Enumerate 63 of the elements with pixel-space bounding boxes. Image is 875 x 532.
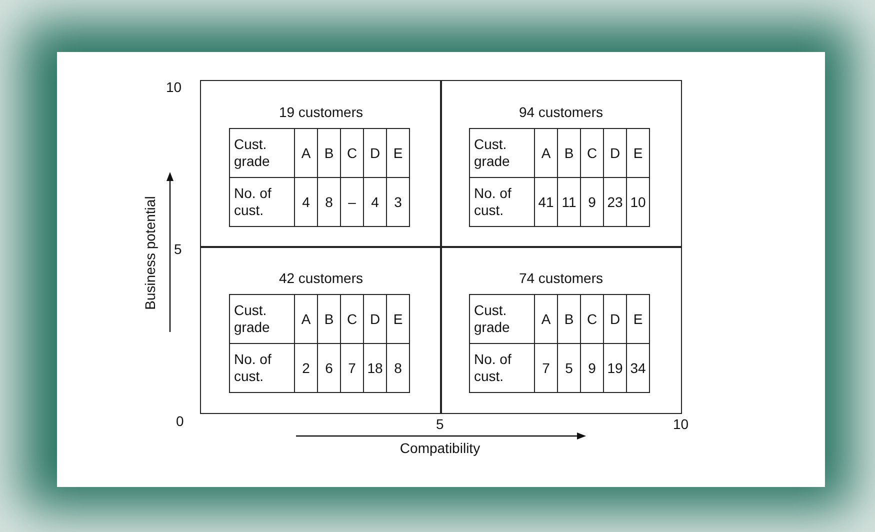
quadrant-box	[200, 246, 442, 414]
customer-count: 5	[558, 344, 580, 392]
customer-count: 18	[364, 344, 386, 392]
quadrant-heading: 74 customers	[518, 270, 604, 286]
row-header: No. of cust.	[230, 344, 294, 392]
customer-count: 11	[558, 178, 580, 226]
customer-count: 7	[534, 344, 558, 392]
quadrant-box	[200, 80, 442, 248]
axis-tick-label: 5	[436, 416, 444, 432]
row-header: Cust. grade	[470, 294, 534, 344]
customer-count: 4	[294, 178, 318, 226]
axis-title: Compatibility	[400, 440, 480, 456]
grade-letter: A	[534, 128, 558, 178]
grade-letter: C	[580, 128, 604, 178]
quadrant-heading: 94 customers	[518, 104, 604, 120]
axis-tick-label: 10	[166, 79, 182, 95]
customer-count: 3	[386, 178, 410, 226]
grade-letter: E	[626, 294, 650, 344]
row-header: No. of cust.	[230, 178, 294, 226]
row-header: No. of cust.	[470, 178, 534, 226]
grade-letter: A	[294, 128, 318, 178]
grade-letter: D	[364, 294, 386, 344]
grade-letter: D	[604, 294, 626, 344]
grade-letter: A	[534, 294, 558, 344]
customer-count: 19	[604, 344, 626, 392]
axis-tick-label: 10	[673, 416, 689, 432]
grade-letter: E	[386, 128, 410, 178]
grade-letter: C	[340, 294, 364, 344]
grade-letter: A	[294, 294, 318, 344]
customer-count: 4	[364, 178, 386, 226]
axis-tick-label: 5	[174, 241, 182, 257]
customer-count: 9	[580, 344, 604, 392]
grade-letter: B	[318, 294, 340, 344]
grade-letter: E	[386, 294, 410, 344]
quadrant-heading: 19 customers	[278, 104, 364, 120]
axis-title: Business potential	[142, 196, 158, 310]
customer-count: 23	[604, 178, 626, 226]
grade-letter: D	[364, 128, 386, 178]
grade-letter: B	[558, 128, 580, 178]
customer-count: 2	[294, 344, 318, 392]
row-header: Cust. grade	[230, 128, 294, 178]
customer-count: 9	[580, 178, 604, 226]
customer-count: 8	[318, 178, 340, 226]
customer-count: –	[340, 178, 364, 226]
quadrant-heading: 42 customers	[278, 270, 364, 286]
axis-tick-label: 0	[176, 413, 184, 429]
grade-letter: C	[580, 294, 604, 344]
grade-letter: E	[626, 128, 650, 178]
row-header: Cust. grade	[230, 294, 294, 344]
row-header: Cust. grade	[470, 128, 534, 178]
grade-letter: B	[318, 128, 340, 178]
grade-letter: C	[340, 128, 364, 178]
customer-count: 10	[626, 178, 650, 226]
customer-count: 7	[340, 344, 364, 392]
customer-count: 34	[626, 344, 650, 392]
customer-count: 8	[386, 344, 410, 392]
row-header: No. of cust.	[470, 344, 534, 392]
quadrant-box	[440, 246, 682, 414]
grade-letter: D	[604, 128, 626, 178]
customer-count: 6	[318, 344, 340, 392]
grade-letter: B	[558, 294, 580, 344]
quadrant-box	[440, 80, 682, 248]
customer-count: 41	[534, 178, 558, 226]
